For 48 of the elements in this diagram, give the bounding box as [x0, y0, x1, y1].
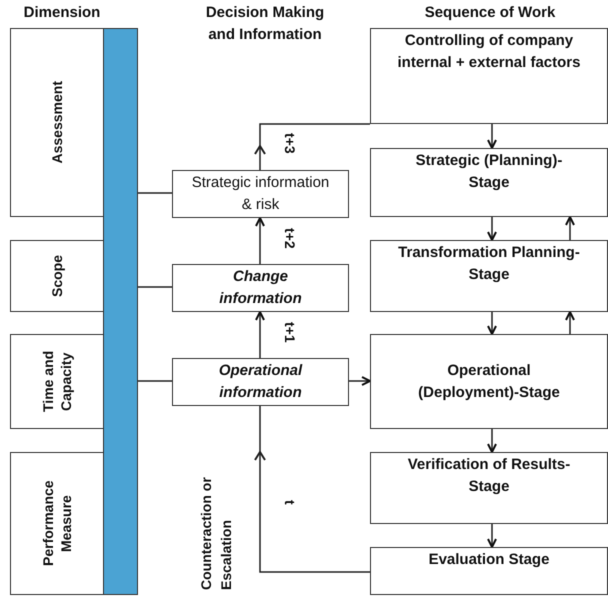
- stage-label: Transformation Planning-Stage: [397, 243, 581, 285]
- dimension-label: Performance Measure: [39, 480, 75, 568]
- stage-label: Evaluation Stage: [428, 550, 550, 570]
- dimension-box: [10, 240, 104, 312]
- arrow: [487, 217, 497, 241]
- stage-box: [370, 240, 608, 312]
- loop-label: Counteraction or Escalation: [197, 476, 235, 590]
- arrow: [565, 311, 575, 334]
- stage-box: [370, 547, 608, 595]
- stage-box: [370, 334, 608, 429]
- information-label: Change information: [218, 267, 303, 309]
- information-label: Strategic information & risk: [190, 173, 330, 215]
- information-box: [172, 170, 349, 218]
- connector-line: [138, 192, 172, 194]
- dimension-box: [10, 452, 104, 595]
- stage-label: Operational (Deployment)-Stage: [417, 360, 561, 402]
- information-box: [172, 264, 349, 312]
- edge-label: t+3: [283, 133, 297, 154]
- dimension-label: Time and Capacity: [39, 350, 75, 414]
- arrow: [255, 311, 265, 358]
- connector-line: [138, 286, 172, 288]
- arrow: [487, 429, 497, 453]
- edge-label: t+2: [283, 228, 297, 249]
- connector-line: [138, 380, 172, 382]
- column-heading: Sequence of Work: [424, 3, 556, 23]
- arrow: [487, 524, 497, 548]
- dimension-label: Scope: [48, 254, 66, 297]
- column-heading: Decision Making and Information: [204, 3, 326, 45]
- edge-label: t: [283, 500, 297, 505]
- arrow: [255, 217, 265, 264]
- stage-label: Verification of Results-Stage: [406, 455, 572, 497]
- dimension-bar: [103, 28, 138, 595]
- stage-box: [370, 28, 608, 124]
- arrow: [565, 216, 575, 240]
- stage-label: Strategic (Planning)-Stage: [414, 151, 564, 193]
- information-label: Operational information: [218, 361, 304, 403]
- column-heading: Dimension: [22, 3, 102, 23]
- arrow: [349, 376, 371, 386]
- stage-box: [370, 452, 608, 524]
- arrow: [487, 312, 497, 335]
- arrow: [487, 124, 497, 149]
- dimension-label: Assessment: [48, 81, 66, 164]
- edge-label: t+1: [283, 322, 297, 343]
- dimension-box: [10, 28, 104, 217]
- stage-label: Controlling of company internal + external factors: [396, 31, 582, 73]
- dimension-box: [10, 334, 104, 429]
- information-box: [172, 358, 349, 406]
- stage-box: [370, 148, 608, 217]
